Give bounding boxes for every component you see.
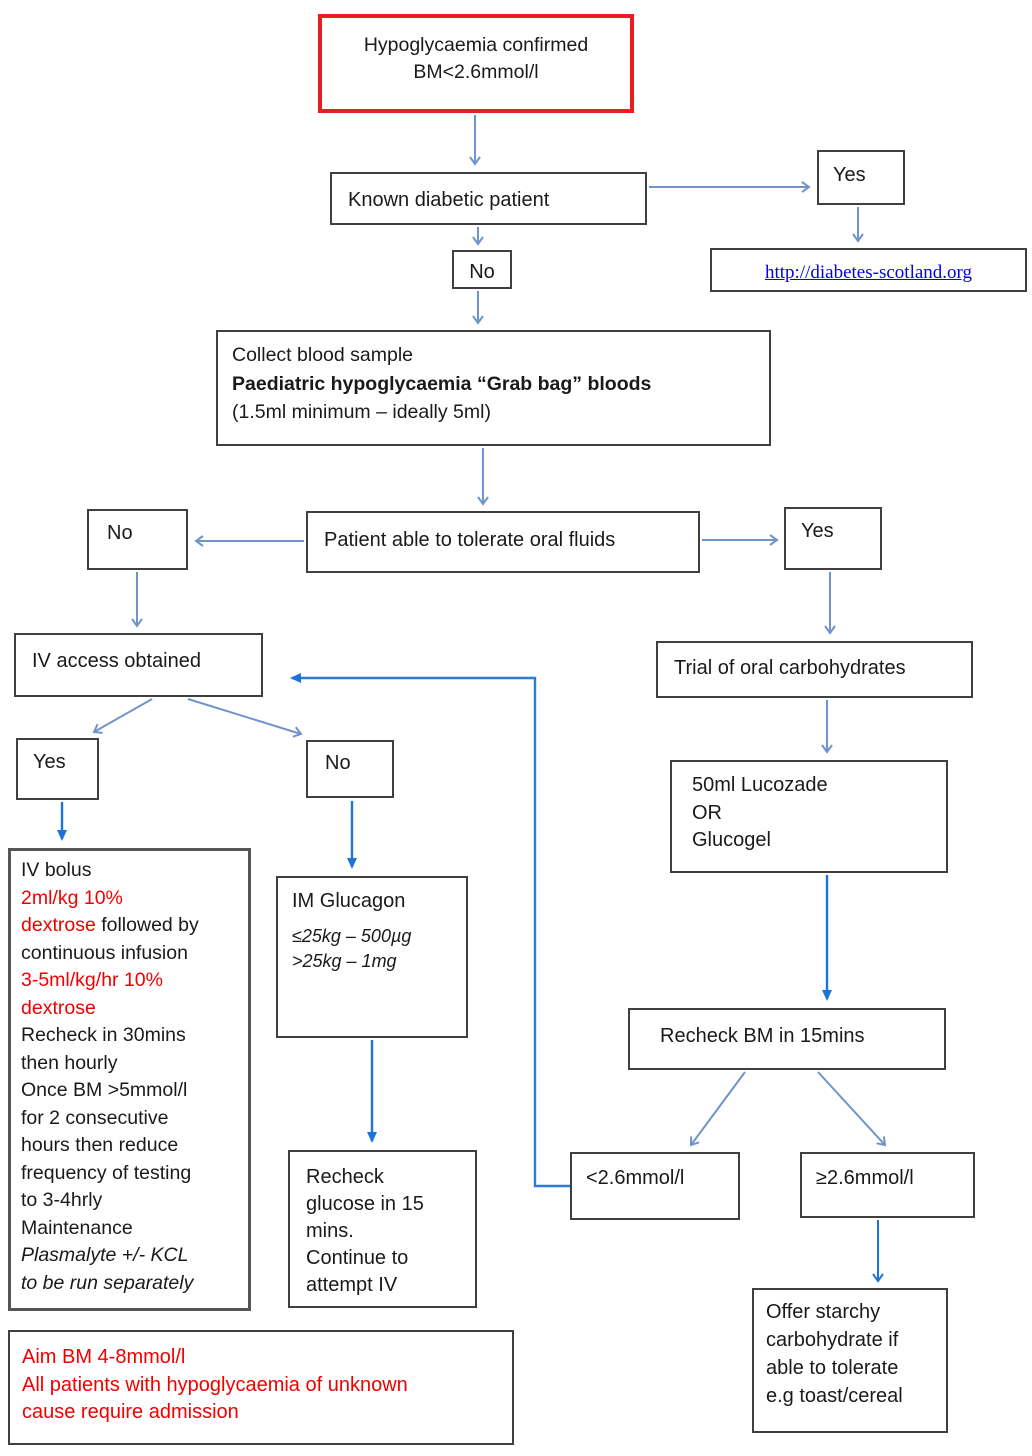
tolerate-no-label: No bbox=[107, 522, 133, 544]
collect-line2: Paediatric hypoglycaemia “Grab bag” bloo… bbox=[232, 372, 652, 395]
iv-access-label: IV access obtained bbox=[32, 650, 201, 672]
diabetes-scotland-link[interactable]: http://diabetes-scotland.org bbox=[764, 262, 973, 283]
arrow-low-loop-to-ivaccess bbox=[290, 673, 570, 1188]
trial-oral-label: Trial of oral carbohydrates bbox=[674, 657, 906, 679]
node-iv-yes: Yes bbox=[16, 738, 99, 800]
node-iv-no: No bbox=[306, 740, 394, 798]
start-line2: BM<2.6mmol/l bbox=[413, 61, 539, 83]
tolerate-oral-label: Patient able to tolerate oral fluids bbox=[324, 529, 616, 551]
node-bm-ok: ≥2.6mmol/l bbox=[800, 1152, 975, 1218]
node-bm-low: <2.6mmol/l bbox=[570, 1152, 740, 1220]
known-no-label: No bbox=[469, 261, 495, 283]
bm-low-label: <2.6mmol/l bbox=[586, 1167, 685, 1189]
known-diabetic-label: Known diabetic patient bbox=[348, 189, 550, 211]
node-tolerate-no: No bbox=[87, 509, 188, 570]
iv-yes-label: Yes bbox=[33, 751, 66, 773]
collect-line1: Collect blood sample bbox=[232, 344, 414, 366]
node-known-yes: Yes bbox=[817, 150, 905, 205]
bm-ok-label: ≥2.6mmol/l bbox=[816, 1167, 914, 1189]
arrow-recheckbm-to-ok bbox=[817, 1071, 887, 1147]
node-tolerate-yes: Yes bbox=[784, 507, 882, 570]
node-iv-access: IV access obtained bbox=[14, 633, 263, 697]
node-diabetes-link: http://diabetes-scotland.org bbox=[710, 248, 1027, 292]
arrow-ivaccess-to-no bbox=[187, 698, 303, 738]
node-known-no: No bbox=[452, 250, 512, 289]
start-line1: Hypoglycaemia confirmed bbox=[363, 34, 589, 56]
iv-no-label: No bbox=[325, 752, 351, 774]
collect-line3: (1.5ml minimum – ideally 5ml) bbox=[232, 401, 491, 423]
node-recheck-bm: Recheck BM in 15mins bbox=[628, 1008, 946, 1070]
known-yes-label: Yes bbox=[833, 164, 866, 186]
arrow-recheckbm-to-low bbox=[689, 1071, 746, 1147]
node-tolerate-oral: Patient able to tolerate oral fluids bbox=[306, 511, 700, 573]
tolerate-yes-label: Yes bbox=[801, 520, 834, 542]
node-known-diabetic: Known diabetic patient bbox=[330, 172, 647, 225]
node-trial-oral: Trial of oral carbohydrates bbox=[656, 641, 973, 698]
node-im-glucagon: IM Glucagon ≤25kg – 500µg>25kg – 1mg bbox=[276, 876, 468, 1038]
im-glucagon-doses: ≤25kg – 500µg>25kg – 1mg bbox=[292, 926, 412, 971]
arrow-ivaccess-to-yes bbox=[92, 698, 153, 734]
im-glucagon-title: IM Glucagon bbox=[292, 890, 406, 912]
node-start: Hypoglycaemia confirmed BM<2.6mmol/l bbox=[318, 14, 634, 113]
node-collect-blood: Collect blood sample Paediatric hypoglyc… bbox=[216, 330, 771, 446]
recheck-bm-label: Recheck BM in 15mins bbox=[660, 1025, 865, 1047]
